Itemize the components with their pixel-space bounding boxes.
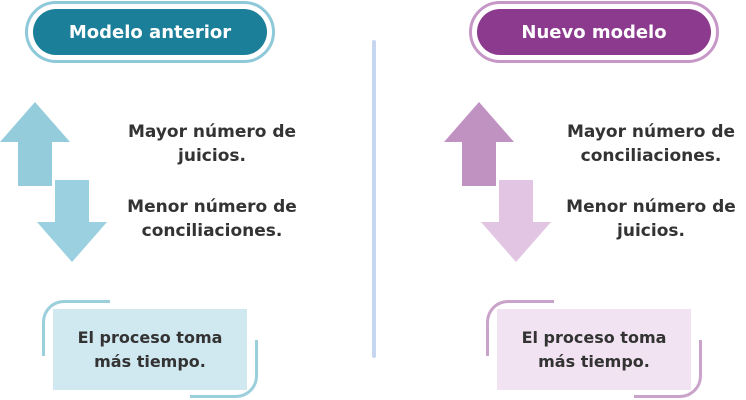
right-statement-bottom: Menor número de juicios. (566, 197, 736, 241)
left-title-pill-outline: Modelo anterior (25, 1, 275, 63)
left-arrow-down-icon (37, 180, 107, 262)
right-title: Nuevo modelo (521, 21, 667, 43)
right-box-bracket-top (486, 300, 554, 356)
left-box-bracket-top (42, 300, 110, 356)
left-title: Modelo anterior (68, 21, 232, 43)
left-statement-top: Mayor número de juicios. (127, 122, 297, 166)
left-statement-bottom: Menor número de conciliaciones. (127, 197, 297, 241)
left-box-text: El proceso toma más tiempo. (77, 327, 223, 371)
column-divider (372, 40, 376, 358)
left-box-bracket-bottom (190, 340, 258, 398)
left-arrow-up-icon (0, 102, 70, 186)
right-statement-top: Mayor número de conciliaciones. (566, 122, 736, 166)
right-title-pill: Nuevo modelo (477, 9, 711, 55)
right-arrow-down-icon (481, 180, 551, 262)
right-info-box: El proceso toma más tiempo. (497, 309, 691, 390)
right-box-bracket-bottom (634, 340, 702, 398)
right-arrow-up-icon (444, 102, 514, 186)
right-box-text: El proceso toma más tiempo. (521, 327, 667, 371)
right-title-pill-outline: Nuevo modelo (469, 1, 719, 63)
left-info-box: El proceso toma más tiempo. (53, 309, 247, 390)
left-title-pill: Modelo anterior (33, 9, 267, 55)
